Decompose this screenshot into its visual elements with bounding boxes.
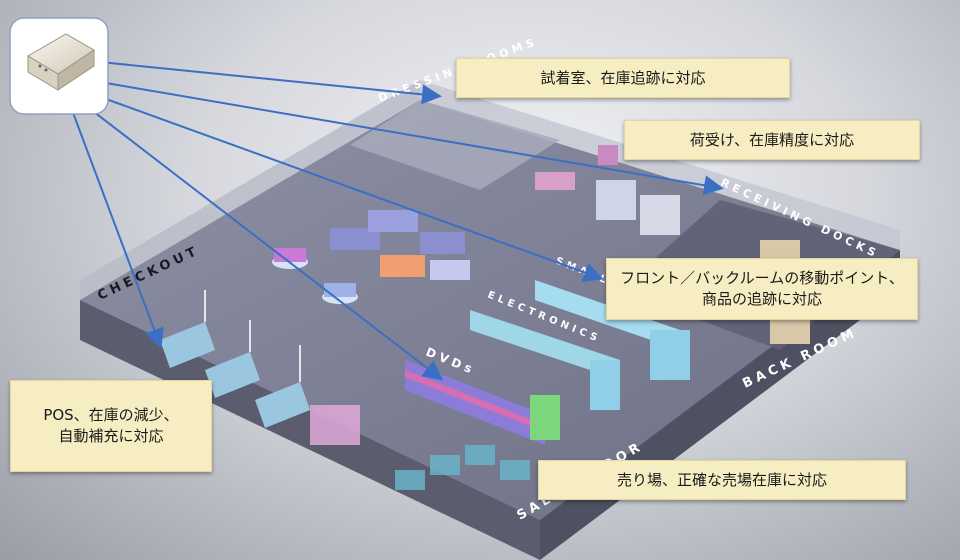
callout-receiving: 荷受け、在庫精度に対応 [624,120,920,160]
rfid-reader-icon [9,17,109,115]
arrow-to-pos [71,109,164,349]
arrow-to-front-back-room [94,94,604,282]
arrow-to-sales-floor [84,104,444,381]
clothing-racks [330,145,618,280]
signal-arrows [71,61,724,381]
dvd-shelf [405,360,560,445]
dressing-room-area [350,100,560,190]
checkout-counters [160,290,310,428]
arrow-to-receiving [99,81,724,196]
callout-fitting-room: 試着室、在庫追跡に対応 [456,58,790,98]
callout-front-back-room: フロント／バックルームの移動ポイント、 商品の追跡に対応 [606,258,918,320]
arrow-to-fitting-room [99,61,442,105]
front-bins [310,405,530,490]
callout-sales-floor: 売り場、正確な売場在庫に対応 [538,460,906,500]
callout-pos: POS、在庫の減少、 自動補充に対応 [10,380,212,472]
